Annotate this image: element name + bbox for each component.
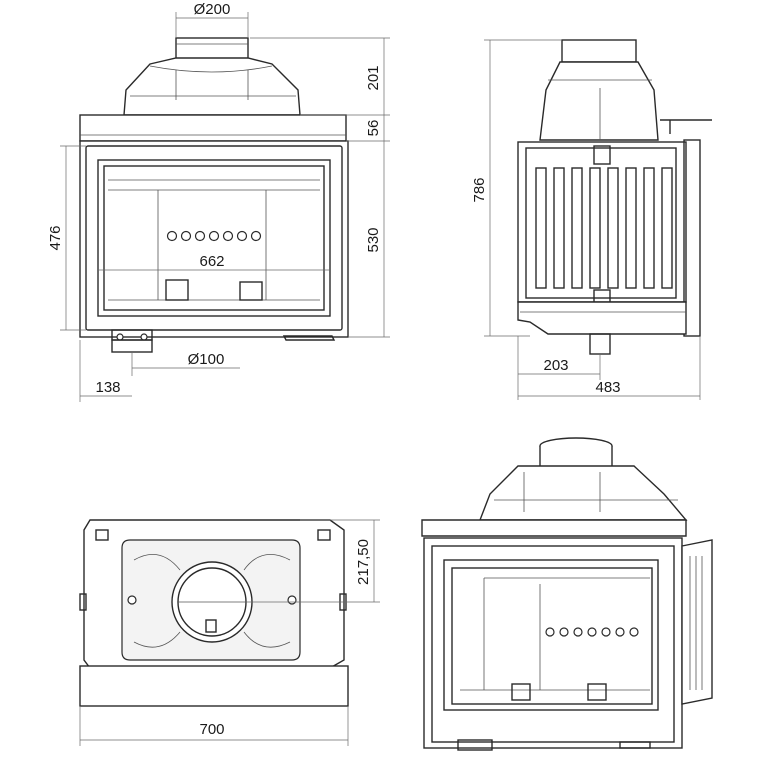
front-flue-diameter-label: Ø200 (194, 1, 231, 18)
side-view: 786 203 483 (471, 39, 712, 400)
bottom-view: 217,50 700 (79, 519, 380, 746)
bottom-width-label: 700 (199, 721, 224, 738)
perspective-air-vents (545, 627, 639, 637)
side-inlet-offset-label: 203 (543, 357, 568, 374)
front-hood-height-label: 201 (365, 65, 382, 90)
bottom-flue-offset-label: 217,50 (355, 539, 372, 585)
front-view: Ø200 201 56 530 476 662 Ø100 138 (47, 1, 390, 402)
side-body (517, 141, 687, 303)
front-inlet-offset-label: 138 (95, 379, 120, 396)
front-door (97, 159, 331, 317)
perspective-door (443, 559, 659, 711)
front-door-height-label: 476 (47, 225, 64, 250)
front-collar (79, 114, 347, 142)
front-collar-height-label: 56 (365, 120, 382, 137)
bottom-front-plate (79, 665, 349, 707)
front-air-vents (166, 230, 262, 242)
side-cooling-fins (535, 167, 673, 289)
front-body-height-label: 530 (365, 227, 382, 252)
side-total-height-label: 786 (471, 177, 488, 202)
side-depth-label: 483 (595, 379, 620, 396)
side-flue-pipe (561, 39, 637, 63)
perspective-body (423, 537, 683, 749)
front-hood (123, 57, 301, 116)
perspective-hood (478, 465, 688, 521)
front-opening-width-label: 662 (199, 253, 224, 270)
perspective-view (421, 437, 713, 751)
side-hood (539, 61, 659, 141)
front-air-inlet-diameter-label: Ø100 (188, 351, 225, 368)
